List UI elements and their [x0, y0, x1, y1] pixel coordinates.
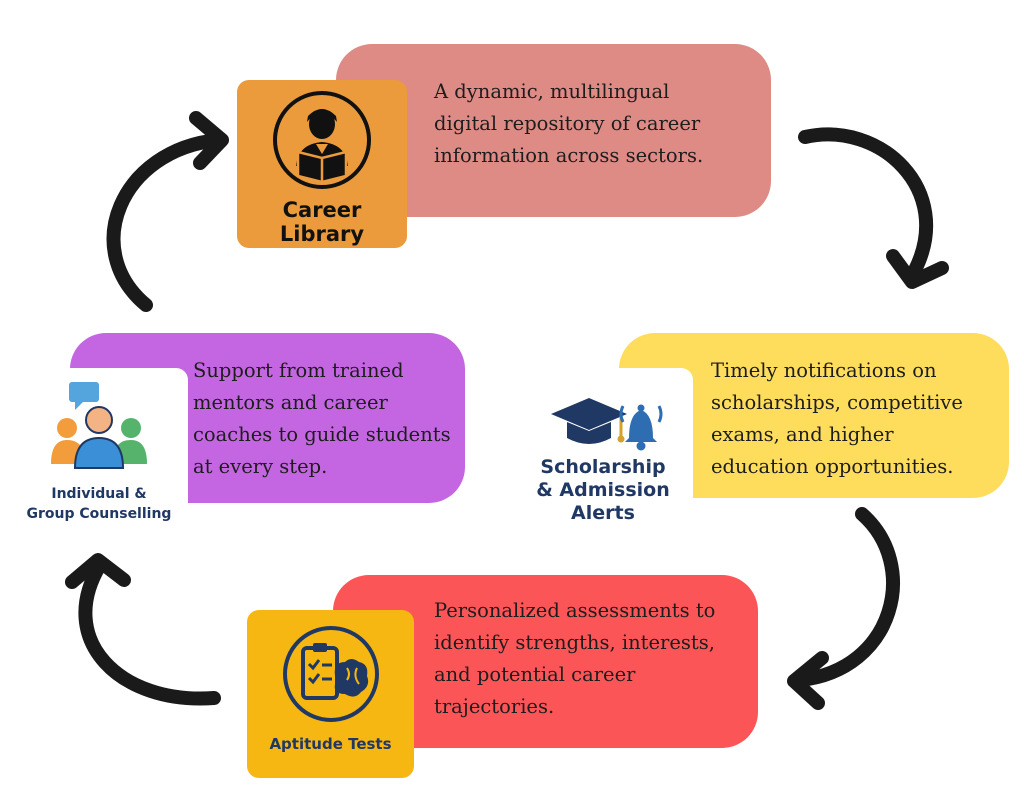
graduation-cap-bell-icon	[551, 398, 663, 451]
counselling-tile: Individual & Group Counselling	[10, 368, 188, 552]
arrow-counselling-to-career	[106, 111, 229, 312]
arrow-scholarship-to-aptitude	[787, 507, 900, 710]
career-library-label: Career Library	[279, 198, 365, 246]
scholarship-alerts-label: Scholarship & Admission Alerts	[536, 456, 670, 524]
aptitude-tests-description: Personalized assessments to identify str…	[434, 599, 716, 718]
counselling-label: Individual & Group Counselling	[26, 486, 172, 522]
counselling-description: Support from trained mentors and career …	[193, 359, 451, 478]
clipboard-brain-icon	[282, 626, 379, 722]
aptitude-tests-tile: Aptitude Tests	[247, 610, 414, 778]
group-chat-people-icon	[51, 382, 147, 469]
scholarship-alerts-tile: Scholarship & Admission Alerts	[513, 368, 693, 552]
career-library-tile: Career Library	[237, 80, 407, 248]
career-library-card	[336, 44, 771, 217]
arrow-career-to-scholarship	[798, 127, 949, 289]
career-library-description: A dynamic, multilingual digital reposito…	[434, 80, 704, 167]
arrow-aptitude-to-counselling	[65, 553, 221, 706]
person-reading-book-icon	[273, 91, 371, 189]
aptitude-tests-label: Aptitude Tests	[269, 735, 392, 753]
scholarship-alerts-description: Timely notifications on scholarships, co…	[711, 359, 963, 478]
